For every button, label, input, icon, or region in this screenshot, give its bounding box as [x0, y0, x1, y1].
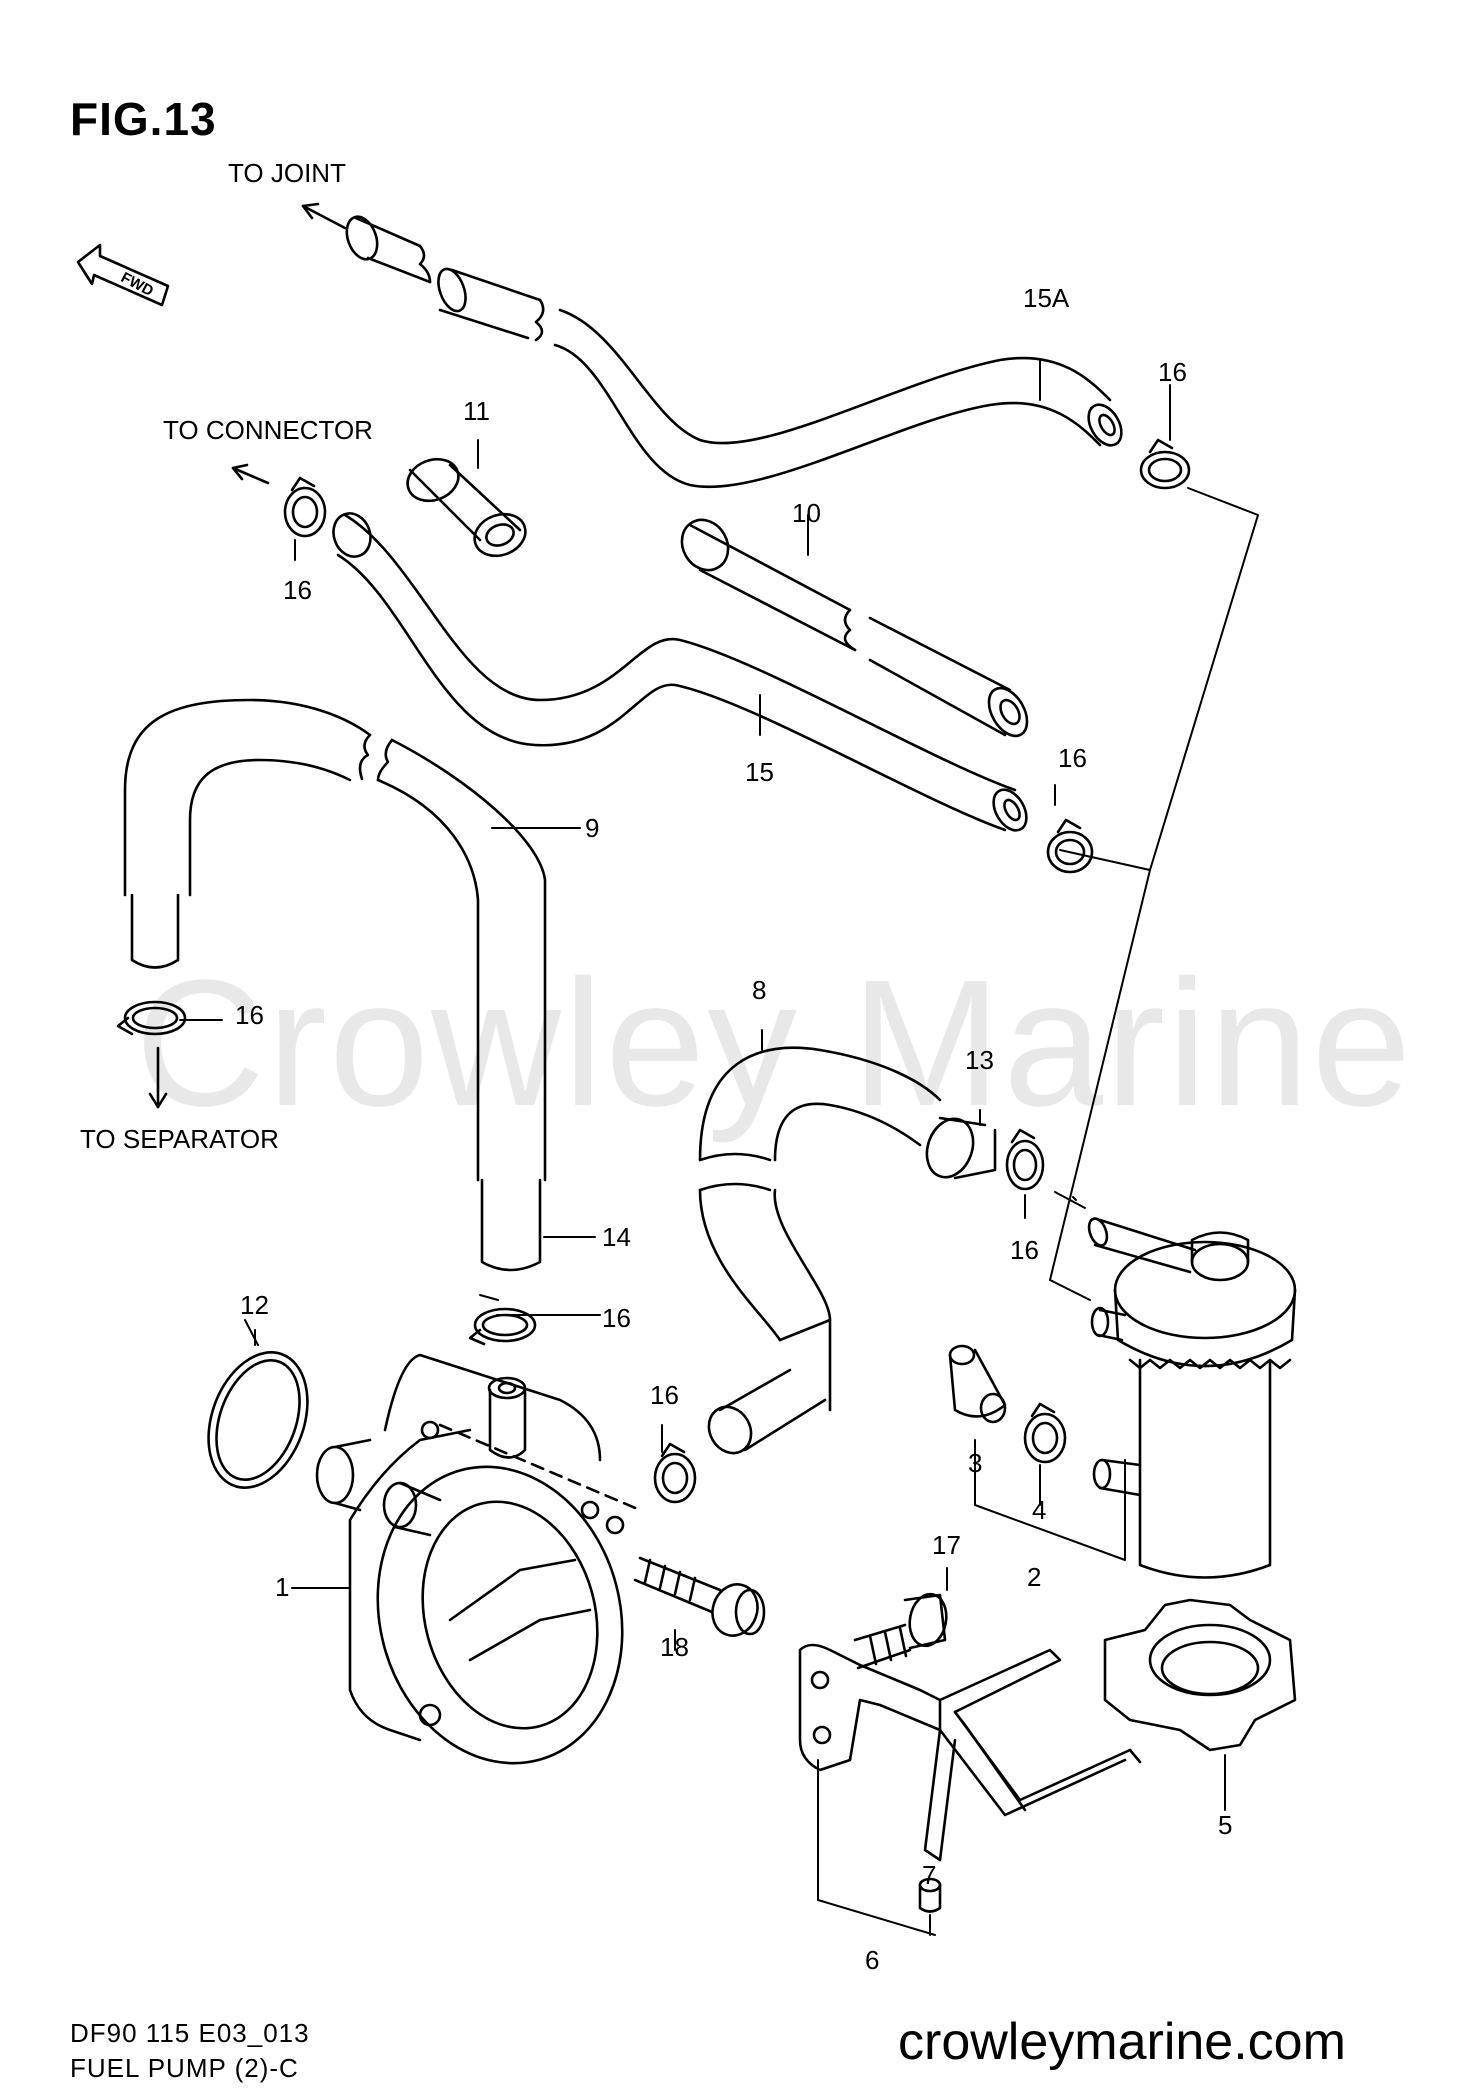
- hose-10-part: [680, 518, 1029, 738]
- hose-8-part: [698, 1046, 942, 1455]
- hose-clamp-16-icon: [1023, 1402, 1067, 1464]
- fuel-filter-part: [1087, 1217, 1297, 1579]
- part-label-17: 17: [932, 1530, 961, 1560]
- part-label-5: 5: [1218, 1810, 1233, 1840]
- part-label-16: 16: [1010, 1235, 1039, 1265]
- hose-13-part: [925, 1116, 997, 1180]
- bracket-5-part: [1103, 1598, 1297, 1752]
- to-separator-label: TO SEPARATOR: [80, 1124, 279, 1154]
- part-label-8: 8: [752, 975, 767, 1005]
- hose-15a-part: [345, 215, 1123, 489]
- part-label-1: 1: [275, 1572, 290, 1602]
- cap-3-part: [948, 1344, 1007, 1424]
- to-connector-label: TO CONNECTOR: [163, 415, 373, 445]
- hose-clamp-16-icon: [1046, 818, 1094, 874]
- part-label-14: 14: [602, 1222, 631, 1252]
- part-label-15: 15: [745, 757, 774, 787]
- o-ring-12-part: [207, 1351, 309, 1489]
- figure-title: FIG.13: [70, 93, 217, 145]
- part-label-2: 2: [1027, 1562, 1042, 1592]
- section-title: FUEL PUMP (2)-C: [70, 2053, 299, 2083]
- watermark-text: Crowley Marine: [135, 943, 1414, 1144]
- bracket-6-part: [798, 1643, 1142, 1862]
- hose-15-part: [332, 512, 1028, 832]
- part-label-18: 18: [660, 1632, 689, 1662]
- hose-11-part: [406, 457, 527, 558]
- hose-clamp-16-icon: [283, 476, 327, 538]
- bolt-17-part: [853, 1592, 948, 1670]
- bolt-18-part: [633, 1556, 766, 1637]
- part-label-16: 16: [650, 1380, 679, 1410]
- website-link[interactable]: crowleymarine.com: [898, 2013, 1346, 2071]
- model-code: DF90 115 E03_013: [70, 2018, 310, 2048]
- part-label-16: 16: [283, 575, 312, 605]
- to-connector-arrow-icon: [231, 463, 270, 485]
- part-label-11: 11: [463, 396, 490, 426]
- hose-9-part: [123, 698, 547, 1272]
- hose-clamp-16-icon: [1005, 1128, 1045, 1191]
- part-label-6: 6: [865, 1945, 880, 1975]
- hose-clamp-16-icon: [1139, 438, 1191, 490]
- fwd-badge-icon: FWD: [76, 243, 170, 307]
- part-label-10: 10: [792, 498, 821, 528]
- part-label-13: 13: [965, 1045, 994, 1075]
- to-separator-arrow-icon: [148, 1046, 168, 1109]
- part-label-16: 16: [1158, 357, 1187, 387]
- part-label-12: 12: [240, 1290, 269, 1320]
- to-joint-arrow-icon: [301, 202, 347, 230]
- part-label-16: 16: [235, 1000, 264, 1030]
- spacer-7-part: [918, 1877, 942, 1913]
- part-label-3: 3: [968, 1448, 983, 1478]
- fuel-pump-part: [315, 1353, 642, 1765]
- part-label-15a: 15A: [1023, 283, 1070, 313]
- part-label-16: 16: [602, 1303, 631, 1333]
- part-label-4: 4: [1032, 1495, 1047, 1525]
- hose-clamp-16-icon: [653, 1442, 697, 1504]
- to-joint-label: TO JOINT: [228, 158, 346, 188]
- part-label-9: 9: [585, 813, 600, 843]
- part-label-7: 7: [922, 1860, 937, 1890]
- leader-lines: [179, 359, 1259, 1936]
- part-label-16: 16: [1058, 743, 1087, 773]
- hose-clamp-16-icon: [116, 1000, 187, 1036]
